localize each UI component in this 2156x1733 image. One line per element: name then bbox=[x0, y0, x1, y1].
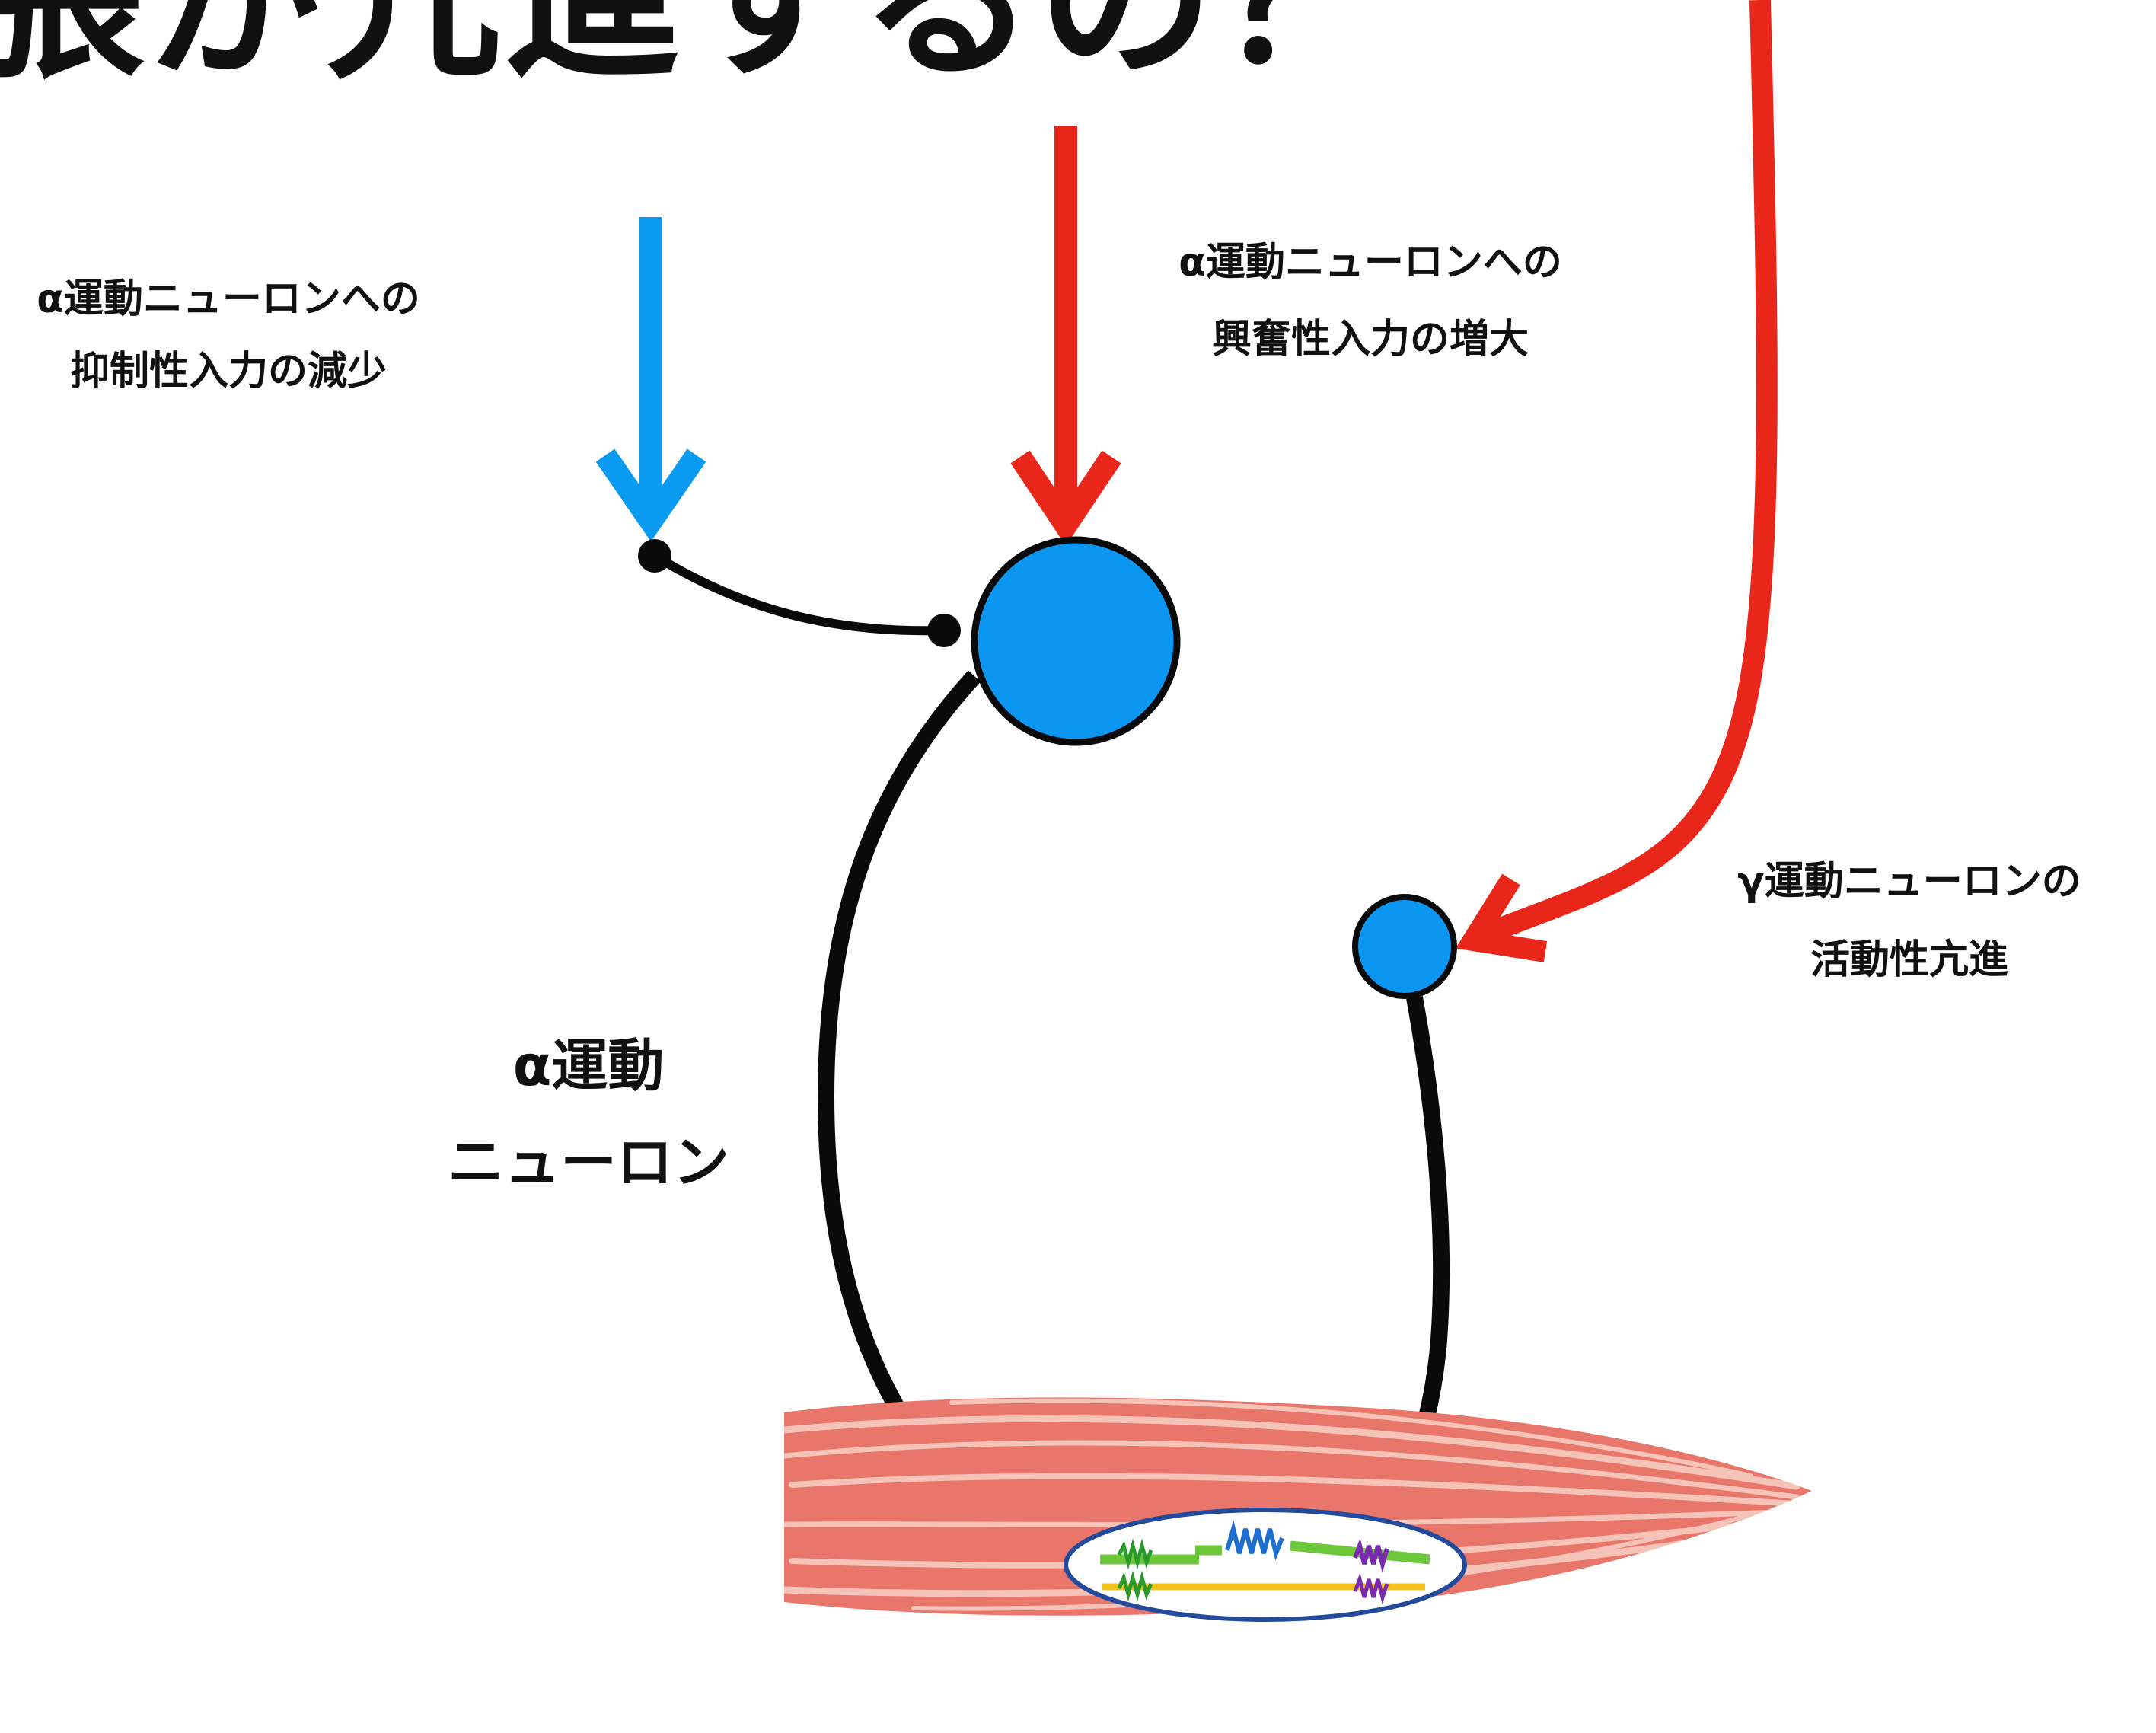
gamma-label-line1: γ運動ニューロンの bbox=[1737, 859, 2081, 905]
inhibitory-input-label: α運動ニューロンへの 抑制性入力の減少 bbox=[37, 276, 420, 394]
gamma-label-line2: 活動性亢進 bbox=[1810, 937, 2008, 983]
alpha-neuron-soma bbox=[971, 536, 1181, 746]
sarcomere-detail bbox=[1064, 1508, 1467, 1622]
alpha-neuron-label: α運動 ニューロン bbox=[448, 1033, 729, 1195]
gamma-input-arrow-icon bbox=[1455, 0, 1778, 962]
excitatory-label-line2: 興奮性入力の増大 bbox=[1212, 317, 1529, 362]
inhibitory-label-line1: α運動ニューロンへの bbox=[37, 276, 420, 322]
excitatory-input-label: α運動ニューロンへの 興奮性入力の増大 bbox=[1178, 240, 1562, 362]
excitatory-arrow-icon bbox=[1010, 126, 1121, 547]
page-title: 張が亢進するの？ bbox=[0, 0, 1395, 103]
inhibitory-label-line2: 抑制性入力の減少 bbox=[70, 349, 387, 394]
alpha-label-line1: α運動 bbox=[513, 1033, 665, 1099]
gamma-activity-label: γ運動ニューロンの 活動性亢進 bbox=[1737, 859, 2081, 983]
alpha-label-line2: ニューロン bbox=[448, 1130, 729, 1195]
inhibitory-synapse bbox=[638, 539, 961, 647]
muscle-fiber-icon bbox=[784, 1397, 1812, 1622]
gamma-neuron-soma bbox=[1352, 894, 1457, 999]
inhibitory-arrow-icon bbox=[595, 217, 706, 542]
excitatory-label-line1: α運動ニューロンへの bbox=[1178, 240, 1562, 286]
